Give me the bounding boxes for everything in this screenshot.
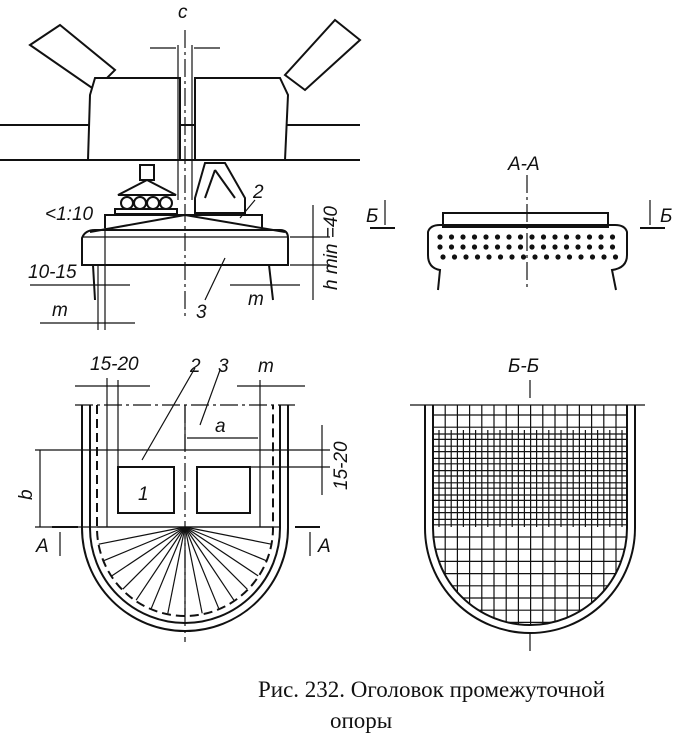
- radial-rebar: [135, 526, 186, 601]
- rebar-dot: [460, 244, 466, 250]
- rebar-dot: [509, 254, 515, 260]
- rebar-dot: [440, 254, 446, 260]
- label-a-left: А: [35, 536, 49, 557]
- rebar-dot: [497, 254, 504, 260]
- label-b-right: Б: [660, 206, 672, 227]
- rebar-dot: [563, 234, 570, 240]
- radial-rebars: [97, 526, 273, 615]
- rebar-dot: [589, 254, 596, 260]
- label-m-2: m: [248, 289, 264, 310]
- rebar-dot: [586, 244, 593, 250]
- radial-rebar: [103, 526, 186, 562]
- rebar-dot: [598, 234, 604, 240]
- radial-rebar: [111, 526, 186, 577]
- radial-rebar: [150, 526, 186, 609]
- rebar-dot: [612, 254, 619, 260]
- rebar-dot: [586, 234, 593, 240]
- rebar-dot: [609, 234, 616, 240]
- elevation-view: c <1:10 2 3 10-15 m m h min =40: [0, 2, 362, 330]
- rebar-dot: [555, 254, 561, 260]
- rebar-dots: [437, 234, 619, 260]
- label-c: c: [178, 2, 188, 23]
- rebar-dot: [437, 234, 443, 240]
- label-b-left: Б: [366, 206, 378, 227]
- rebar-dot: [474, 254, 481, 260]
- rebar-dot: [460, 234, 466, 240]
- rebar-dot: [563, 244, 570, 250]
- rebar-dot: [543, 254, 550, 260]
- radial-rebar: [184, 526, 235, 601]
- caption-line-1: Рис. 232. Оголовок промежуточной: [258, 677, 605, 702]
- rebar-mesh: [433, 405, 627, 625]
- rebar-dot: [451, 254, 458, 260]
- rollers: [120, 196, 173, 210]
- label-15-20-top: 15-20: [90, 354, 139, 375]
- rebar-dot: [532, 254, 538, 260]
- radial-rebar: [98, 526, 186, 545]
- rebar-dot: [517, 234, 524, 240]
- rebar-dot: [471, 244, 478, 250]
- rebar-dot: [601, 254, 607, 260]
- rebar-dot: [506, 244, 512, 250]
- section-b-b: Б-Б: [410, 356, 645, 655]
- radial-rebar: [184, 526, 272, 545]
- label-hmin: h min =40: [321, 206, 342, 290]
- rebar-dot: [483, 244, 489, 250]
- rebar-dot: [575, 234, 581, 240]
- rebar-dot: [540, 244, 547, 250]
- label-m-plan: m: [258, 356, 274, 377]
- rebar-dot: [529, 234, 535, 240]
- rebar-dot: [520, 254, 527, 260]
- label-slope: <1:10: [45, 204, 94, 225]
- section-a-a: А-А Б Б: [366, 154, 672, 291]
- rebar-dot: [437, 244, 443, 250]
- rebar-dot: [486, 254, 492, 260]
- label-section-bb: Б-Б: [508, 356, 539, 377]
- rebar-dot: [471, 234, 478, 240]
- radial-rebar: [122, 526, 186, 590]
- rebar-dot: [566, 254, 573, 260]
- label-m-1: m: [52, 300, 68, 321]
- label-a-right: А: [317, 536, 331, 557]
- rebar-dot: [598, 244, 604, 250]
- radial-rebar: [167, 526, 186, 614]
- rebar-dot: [494, 244, 501, 250]
- plan-view: 15-20 2 3 m a 15-20 b 1 А А: [16, 354, 352, 642]
- rebar-dot: [483, 234, 489, 240]
- radial-rebar: [184, 526, 203, 614]
- label-2-plan: 2: [189, 356, 201, 377]
- caption-line-2: опоры: [330, 708, 392, 733]
- label-1: 1: [138, 484, 149, 505]
- label-3-plan: 3: [218, 356, 229, 377]
- rebar-dot: [517, 244, 524, 250]
- label-section-aa: А-А: [507, 154, 540, 175]
- rebar-dot: [463, 254, 469, 260]
- radial-rebar: [184, 526, 248, 590]
- rebar-dot: [552, 234, 558, 240]
- rebar-dot: [578, 254, 584, 260]
- rebar-dot: [529, 244, 535, 250]
- rebar-dot: [552, 244, 558, 250]
- radial-rebar: [184, 526, 259, 577]
- label-3-top: 3: [196, 302, 207, 323]
- rebar-dot: [609, 244, 616, 250]
- rebar-dot: [494, 234, 501, 240]
- radial-rebar: [184, 526, 220, 609]
- label-b: b: [16, 489, 37, 500]
- radial-rebar: [184, 526, 267, 562]
- rebar-dot: [575, 244, 581, 250]
- rebar-dot: [506, 234, 512, 240]
- label-15-20-side: 15-20: [331, 441, 352, 490]
- rebar-dot: [448, 244, 455, 250]
- rebar-dot: [448, 234, 455, 240]
- rebar-dot: [540, 234, 547, 240]
- label-2-top: 2: [252, 182, 264, 203]
- label-10-15: 10-15: [28, 262, 77, 283]
- label-a: a: [215, 416, 226, 437]
